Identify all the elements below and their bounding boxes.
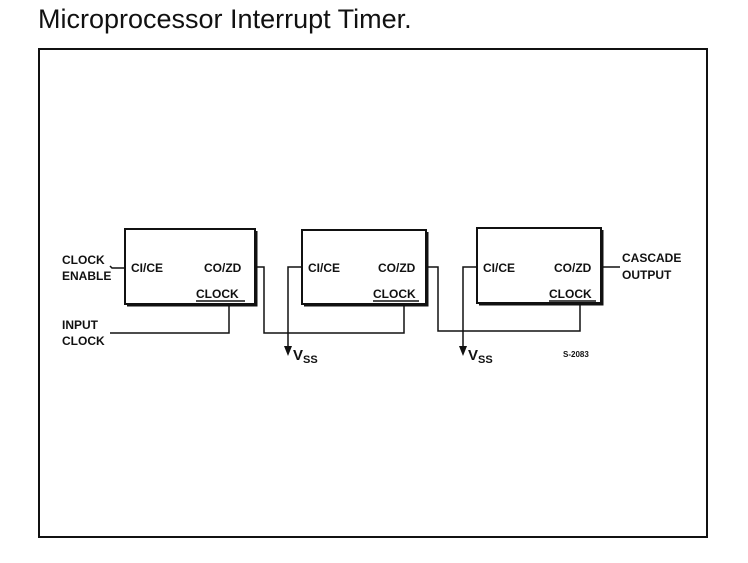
clock-enable-wire: [109, 265, 125, 269]
block-2-co-zd-label: CO/ZD: [378, 261, 416, 275]
block-2-clock-label: CLOCK: [373, 287, 416, 301]
block-3-co-zd-label: CO/ZD: [554, 261, 592, 275]
timer-block-3-body: [476, 227, 602, 304]
timer-block-3-shadow: [479, 230, 604, 306]
timer-block-2-shadow: [304, 232, 429, 307]
vss-1-main: V: [293, 347, 303, 364]
timer-block-2: CI/CE CO/ZD CLOCK: [301, 229, 429, 307]
input-clock-wire: [110, 305, 230, 334]
input-clock-label-line-2: CLOCK: [62, 334, 105, 348]
block-3-ci-ce-wire: [462, 266, 477, 346]
clock-enable-label-line-2: ENABLE: [62, 269, 111, 283]
block-1-ci-ce-label: CI/CE: [131, 261, 163, 275]
timer-block-1: CI/CE CO/ZD CLOCK: [124, 228, 258, 307]
vss-2-sub: SS: [478, 354, 493, 366]
cascade-output-label-line-1: CASCADE: [622, 251, 681, 265]
block-1-co-zd-label: CO/ZD: [204, 261, 242, 275]
figure-title: Microprocessor Interrupt Timer.: [38, 4, 412, 34]
timer-block-1-shadow: [127, 231, 258, 307]
block-1-to-block-2-clock-wire: [256, 266, 405, 334]
block-2-ci-ce-label: CI/CE: [308, 261, 340, 275]
block-2-ci-ce-wire: [287, 266, 302, 346]
vss-2-main: V: [468, 347, 478, 364]
diagram-frame: [38, 48, 708, 538]
vss-label-1: VSS: [293, 347, 318, 366]
block-3-clock-label: CLOCK: [549, 287, 592, 301]
input-clock-label-line-1: INPUT: [62, 318, 99, 332]
vss-1-sub: SS: [303, 354, 318, 366]
vss-arrow-2: [459, 346, 467, 356]
block-3-ci-ce-label: CI/CE: [483, 261, 515, 275]
vss-label-2: VSS: [468, 347, 493, 366]
timer-block-1-body: [124, 228, 256, 305]
block-2-to-block-3-clock-wire: [427, 266, 581, 332]
vss-arrow-1: [284, 346, 292, 356]
block-1-clock-label: CLOCK: [196, 287, 239, 301]
wiring: [109, 265, 620, 346]
cascade-output-label-line-2: OUTPUT: [622, 268, 672, 282]
timer-block-3: CI/CE CO/ZD CLOCK: [476, 227, 604, 306]
clock-enable-label-line-1: CLOCK: [62, 253, 105, 267]
figure-code: S-2083: [563, 350, 589, 359]
